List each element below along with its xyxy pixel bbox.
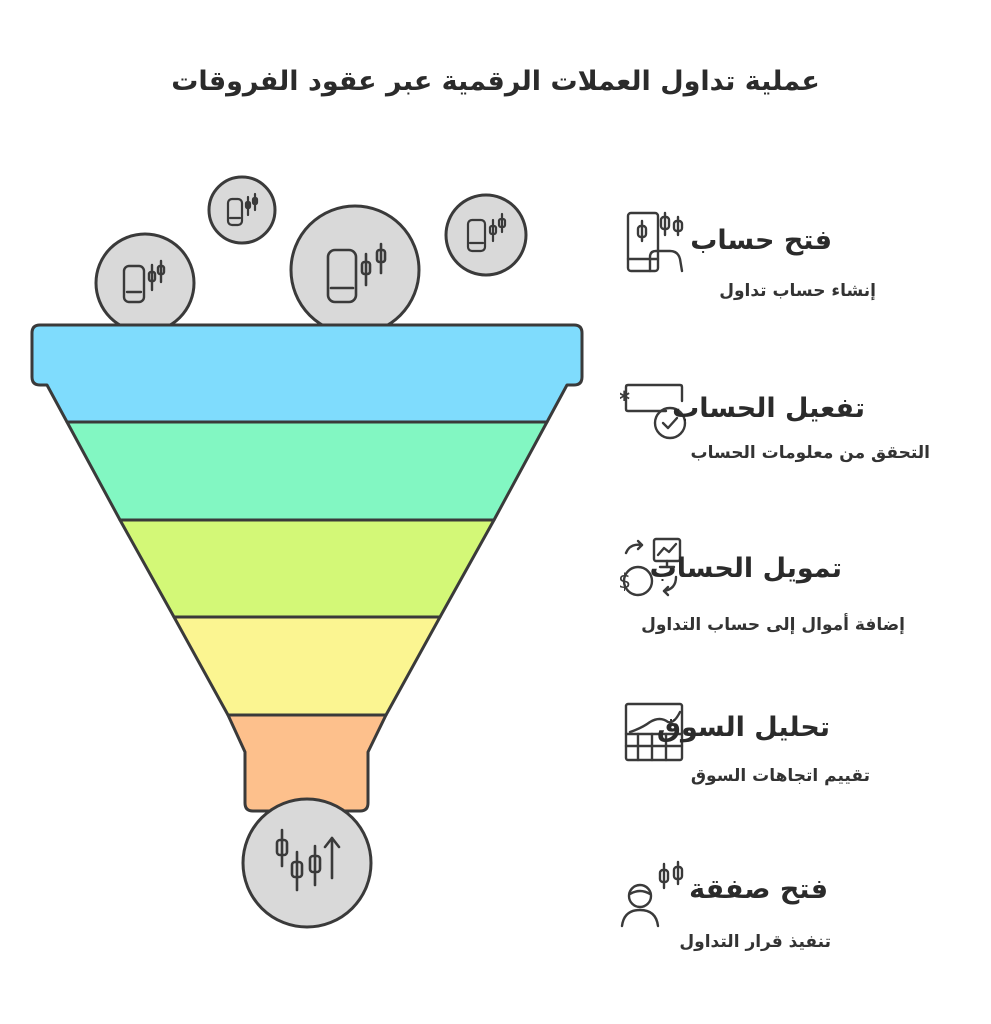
trader-icon (620, 860, 684, 928)
coin-large-center (289, 204, 421, 336)
step-description: إنشاء حساب تداول (719, 281, 876, 301)
funnel-layer-3 (118, 518, 496, 619)
funnel-layer-4 (172, 615, 442, 717)
funnel-layer-2 (65, 420, 549, 522)
phone-candlestick-icon (226, 192, 259, 227)
step-fund-account: $ تمويل الحساب إضافة أموال إلى حساب التد… (600, 535, 960, 635)
step-description: تنفيذ قرار التداول (679, 932, 831, 952)
candlestick-up-arrow-icon (275, 828, 341, 892)
password-verify-icon: ** (620, 383, 687, 440)
phone-candlestick-icon (466, 212, 507, 253)
step-open-account: فتح حساب إنشاء حساب تداول (600, 205, 960, 305)
phone-candlestick-icon (122, 259, 166, 304)
step-market-analysis: تحليل السوق تقييم اتجاهات السوق (600, 700, 960, 800)
step-activate-account: ** تفعيل الحساب التحقق من معلومات الحساب (600, 375, 960, 475)
step-title: فتح حساب (690, 225, 832, 256)
step-title: تفعيل الحساب (672, 393, 865, 424)
phone-candlestick-icon (626, 211, 684, 273)
step-description: إضافة أموال إلى حساب التداول (641, 615, 905, 635)
step-title: تحليل السوق (656, 712, 830, 743)
coin-tiny-top (207, 175, 277, 245)
svg-text:$: $ (620, 569, 631, 593)
funnel-layer-5 (226, 713, 388, 813)
funnel-layer-1 (30, 323, 584, 424)
money-transfer-icon: $ (620, 537, 682, 597)
coin-small-right (444, 193, 528, 277)
phone-candlestick-icon (326, 242, 387, 304)
step-title: فتح صفقة (689, 874, 828, 905)
step-title: تمويل الحساب (649, 553, 842, 584)
svg-text:**: ** (620, 388, 630, 413)
output-coin (241, 797, 373, 929)
step-description: تقييم اتجاهات السوق (690, 766, 870, 786)
coin-small-left (94, 232, 196, 334)
step-open-trade: فتح صفقة تنفيذ قرار التداول (600, 858, 960, 958)
step-description: التحقق من معلومات الحساب (690, 443, 930, 463)
chart-grid-icon (624, 702, 684, 762)
diagram-title: عملية تداول العملات الرقمية عبر عقود الف… (171, 66, 820, 97)
